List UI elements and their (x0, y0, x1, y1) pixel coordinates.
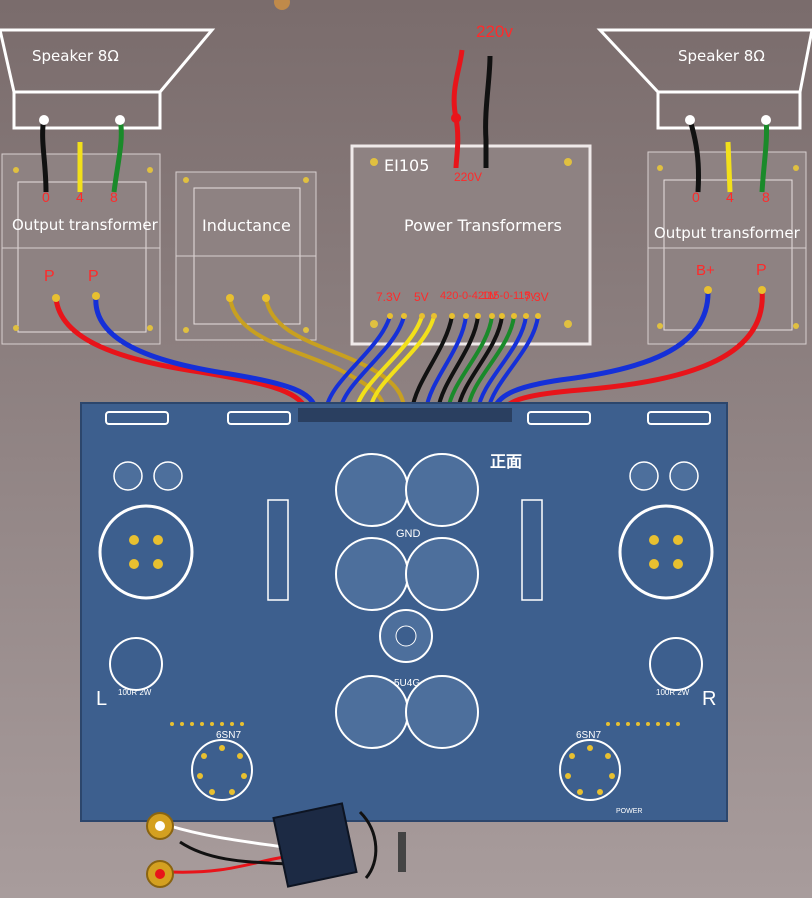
power-transformer-label: Power Transformers (404, 216, 562, 235)
left-speaker-label: Speaker 8Ω (32, 47, 119, 65)
right-tap-8: 8 (762, 189, 770, 205)
rca-jack-icon (146, 812, 174, 840)
tap-115v: 115-0-115v (482, 290, 537, 302)
left-tap-8: 8 (110, 189, 118, 205)
inductance-label: Inductance (202, 216, 291, 235)
pcb-left-tube-label: 6SN7 (216, 730, 242, 741)
volume-pot-icon[interactable] (272, 802, 406, 888)
left-primary-p1: P (44, 268, 55, 285)
right-tap-4: 4 (726, 189, 734, 205)
right-primary-p: P (756, 262, 767, 279)
right-output-transformer-box (647, 151, 807, 345)
tap-7v3-right: 7.3V (524, 290, 549, 304)
power-transformer-box (350, 144, 592, 346)
tap-420v: 420-0-420V (440, 290, 498, 302)
pcb-artwork (98, 408, 714, 801)
inductance-box (175, 171, 317, 341)
right-primary-bplus: B+ (696, 262, 715, 279)
pcb-channel-right: R (702, 688, 717, 710)
pcb-power-label: POWER (616, 808, 643, 815)
pcb-rectifier-label: 5U4G (394, 678, 421, 689)
left-tap-0: 0 (42, 189, 50, 205)
rca-jack-icon (146, 860, 174, 888)
power-transformer-model: EI105 (384, 156, 430, 175)
right-tap-0: 0 (692, 189, 700, 205)
right-speaker-label: Speaker 8Ω (678, 47, 765, 65)
right-output-transformer-label: Output transformer (654, 224, 800, 242)
left-tap-4: 4 (76, 189, 84, 205)
pcb-pot-left-label: 100R 2W (118, 688, 152, 697)
input-wiring (146, 802, 406, 888)
left-primary-p2: P (88, 268, 99, 285)
left-speaker-icon (0, 28, 216, 130)
pcb-pot-right-label: 100R 2W (656, 688, 690, 697)
tap-5v: 5V (414, 290, 429, 304)
pcb-right-tube-label: 6SN7 (576, 730, 602, 741)
left-output-transformer-label: Output transformer (12, 216, 158, 234)
pcb-gnd-label: GND (396, 528, 421, 540)
pcb-title: 正面 (490, 454, 523, 471)
mains-input-label: 220V (454, 170, 483, 184)
mains-voltage-label: 220v (476, 22, 513, 41)
right-speaker-icon (596, 28, 812, 130)
tap-7v3-left: 7.3V (376, 290, 401, 304)
knob-dot (274, 0, 290, 10)
pcb-channel-left: L (96, 688, 108, 710)
pcb-board: 正面 GND 5U4G L R 6SN7 6SN7 100R 2W 100R 2… (80, 402, 728, 822)
